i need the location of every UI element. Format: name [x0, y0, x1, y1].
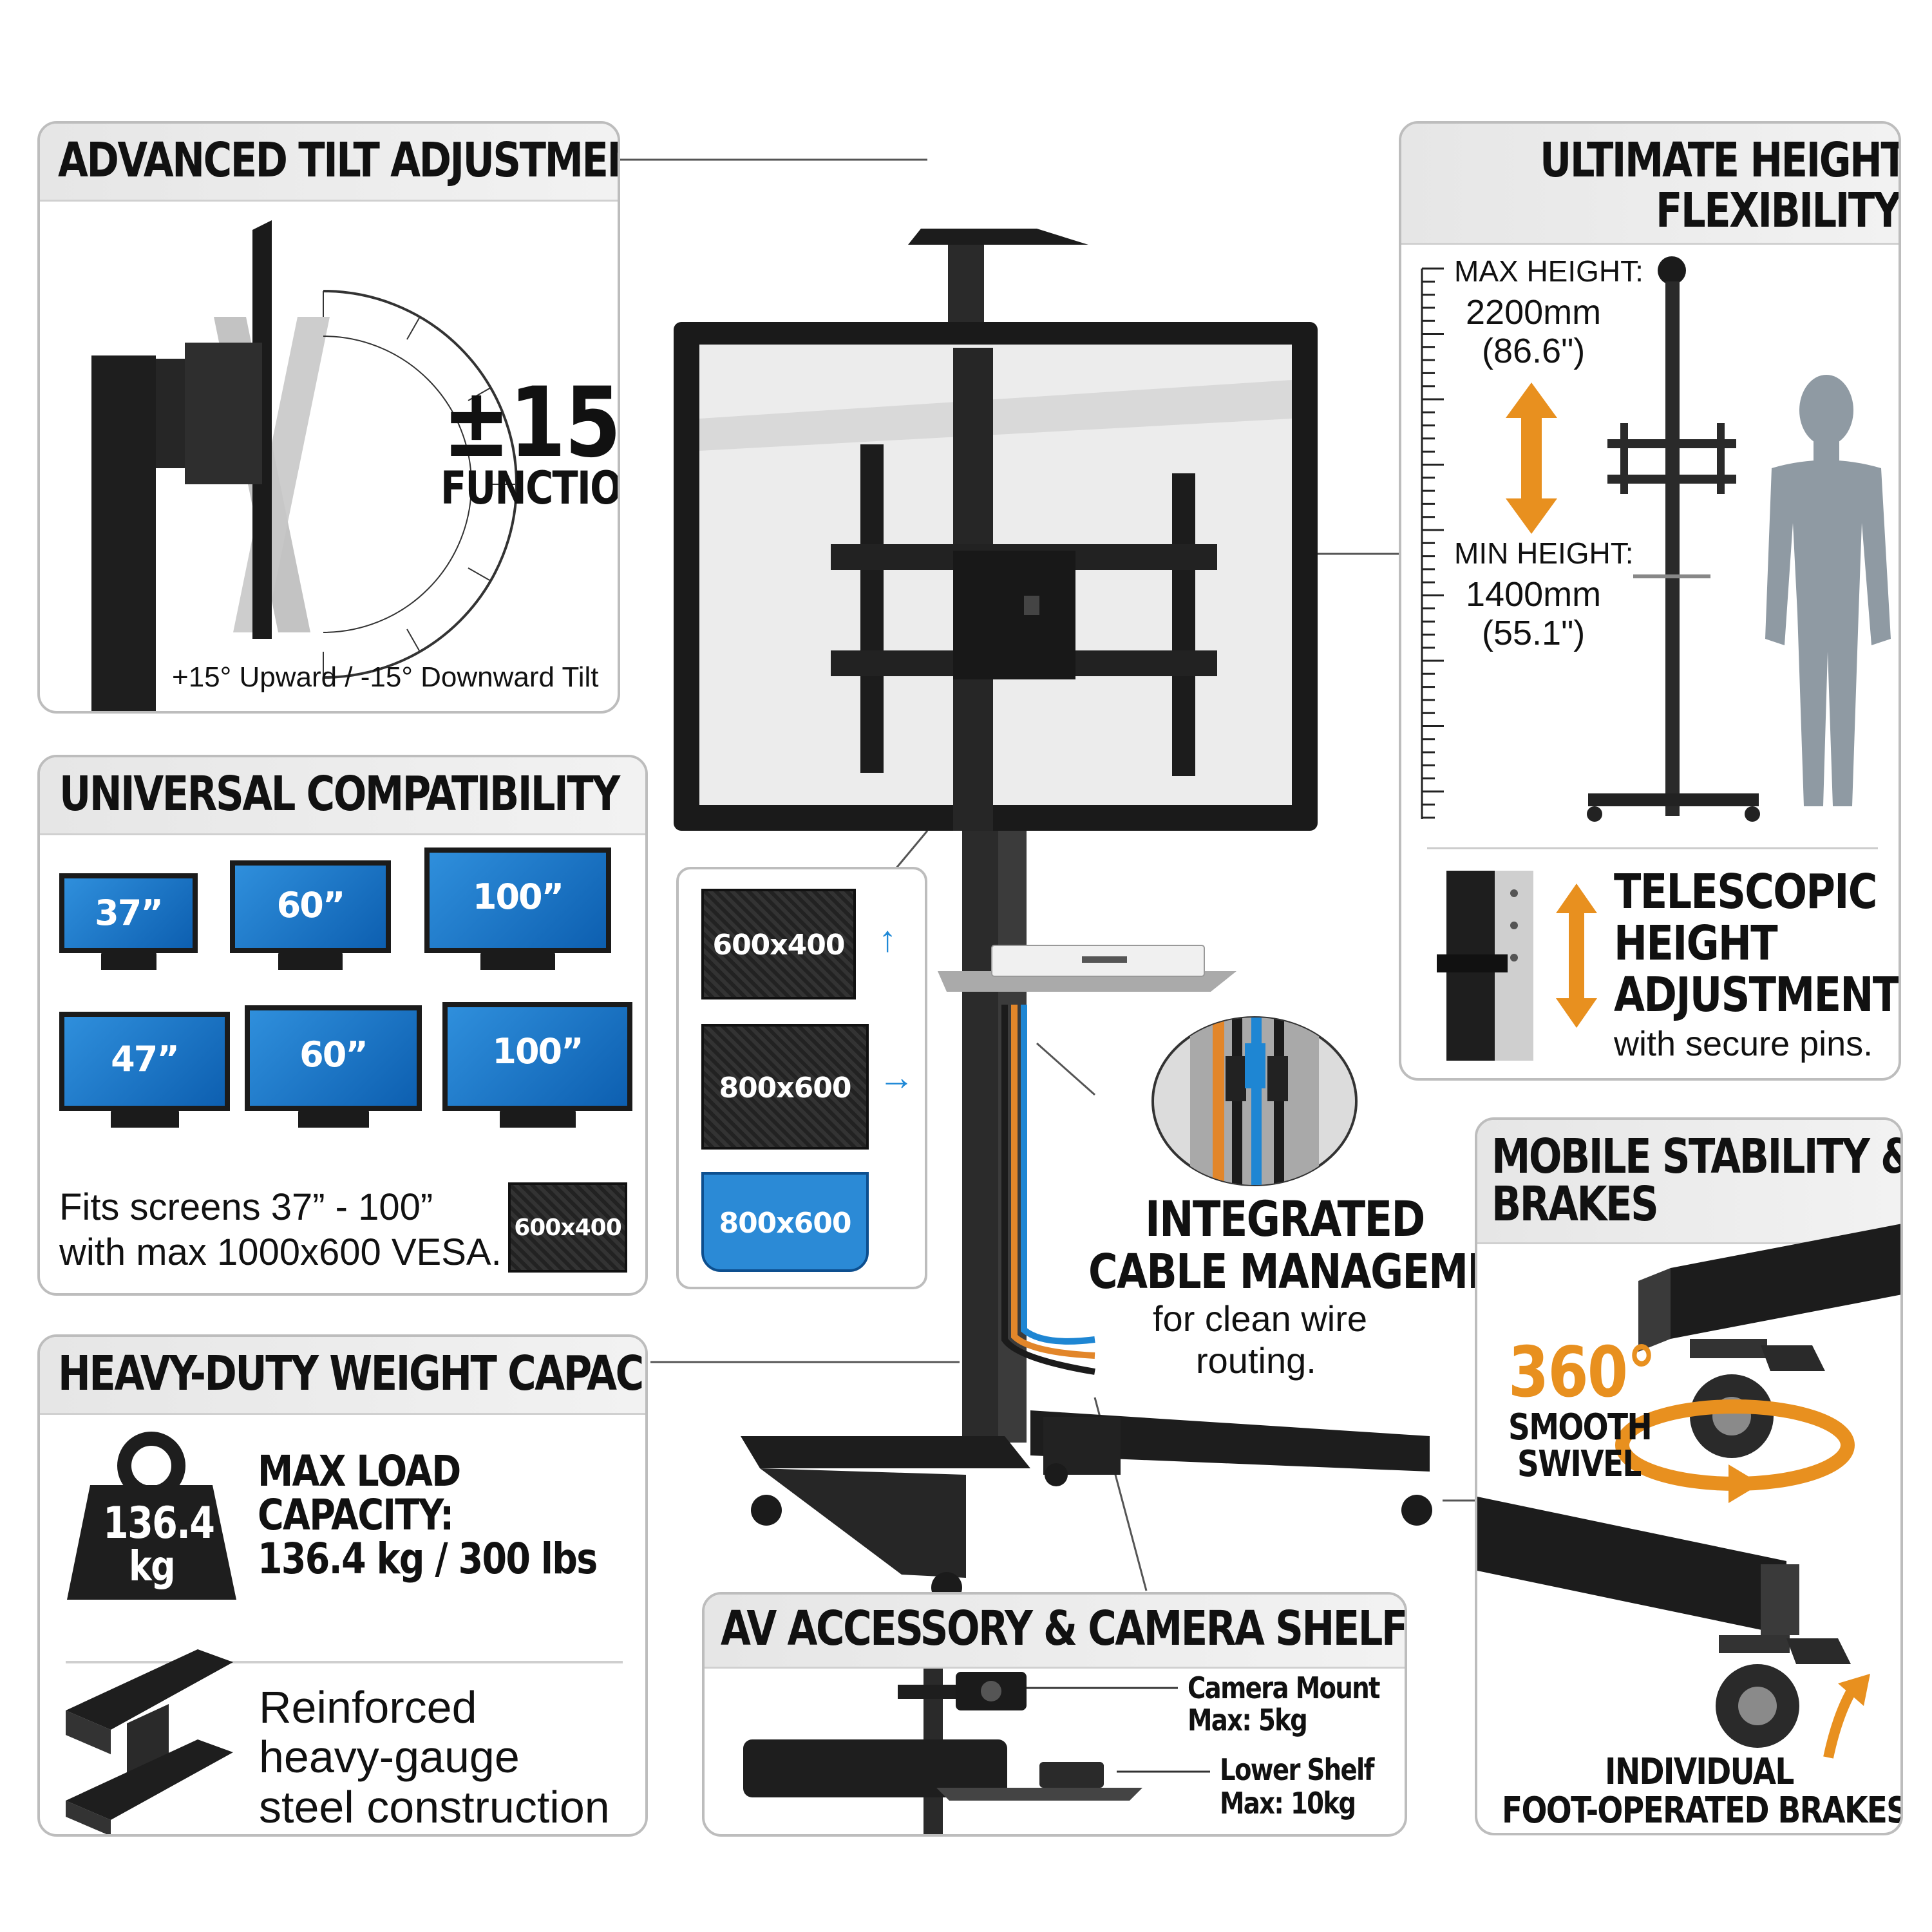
lower-shelf-line2: Max: 10kg	[1220, 1786, 1356, 1821]
weight-title-bar: HEAVY-DUTY WEIGHT CAPACITY	[40, 1337, 645, 1415]
max-height-mm: 2200mm	[1466, 293, 1602, 332]
lower-shelf-line1: Lower Shelf	[1220, 1752, 1374, 1787]
monitor-size-label: 60”	[299, 1034, 368, 1075]
shelf-title-bar: AV ACCESSORY & CAMERA SHELF	[705, 1595, 1405, 1669]
mobile-title-line2: BRAKES	[1492, 1177, 1659, 1232]
arrow-right-icon: →	[878, 1057, 914, 1097]
max-load-line2: CAPACITY:	[258, 1490, 454, 1540]
cable-closeup	[1151, 1016, 1358, 1186]
max-load-line1: MAX LOAD	[258, 1446, 461, 1496]
weight-title: HEAVY-DUTY WEIGHT CAPACITY	[58, 1346, 648, 1401]
brakes-line1: INDIVIDUAL	[1605, 1751, 1794, 1793]
monitor-100-a: 100”	[424, 848, 611, 970]
min-height-label: MIN HEIGHT:	[1454, 536, 1634, 570]
max-height-in: (86.6")	[1482, 332, 1586, 370]
monitor-37: 37”	[59, 873, 198, 970]
tilt-function-label: FUNCTION	[440, 462, 620, 515]
monitor-size-label: 47”	[111, 1039, 180, 1079]
height-panel: ULTIMATE HEIGHT FLEXIBILITY	[1399, 121, 1901, 1081]
swivel-line2: SWIVEL	[1517, 1443, 1642, 1485]
mobile-title-bar: MOBILE STABILITY & BRAKES	[1477, 1120, 1900, 1244]
compat-title-bar: UNIVERSAL COMPATIBILITY	[40, 757, 645, 835]
camera-mount-line1: Camera Mount	[1188, 1671, 1380, 1705]
tilt-caption: +15° Upward / -15° Downward Tilt	[172, 661, 599, 693]
fits-screens-line2: with max 1000x600 VESA.	[59, 1231, 502, 1273]
steel-beam-icon	[66, 1649, 233, 1834]
telescopic-line3: ADJUSTMENT	[1614, 967, 1899, 1023]
steel-line1: Reinforced	[259, 1682, 477, 1732]
brakes-line2: FOOT-OPERATED BRAKES	[1502, 1790, 1903, 1832]
cable-title-line1: INTEGRATED	[1145, 1190, 1425, 1247]
max-load-line3: 136.4 kg / 300 lbs	[258, 1534, 598, 1584]
shelf-panel: AV ACCESSORY & CAMERA SHELF Camera Mount…	[702, 1592, 1407, 1837]
camera-mount-line2: Max: 5kg	[1188, 1703, 1308, 1738]
monitor-size-label: 100”	[492, 1031, 583, 1072]
swivel-line1: SMOOTH	[1508, 1406, 1653, 1448]
tilt-title: ADVANCED TILT ADJUSTMENT	[58, 133, 620, 188]
telescopic-sub: with secure pins.	[1614, 1025, 1873, 1063]
shelf-title: AV ACCESSORY & CAMERA SHELF	[721, 1601, 1406, 1656]
vesa-pattern-800x600: 800x600	[701, 1024, 869, 1150]
monitor-size-label: 60”	[276, 885, 346, 925]
tilt-title-bar: ADVANCED TILT ADJUSTMENT	[40, 124, 618, 202]
monitor-60-a: 60”	[230, 860, 391, 970]
weight-value: 136.4	[103, 1498, 215, 1549]
cable-sub-line1: for clean wire	[1153, 1298, 1368, 1339]
monitor-47: 47”	[59, 1012, 230, 1128]
monitor-100-b: 100”	[442, 1002, 632, 1128]
mobile-panel: MOBILE STABILITY & BRAKES 360° SMOOTH SW…	[1475, 1117, 1903, 1835]
tilt-angle: ±15°	[442, 367, 620, 479]
monitor-size-label: 37”	[95, 893, 164, 933]
tilt-panel: ADVANCED TILT ADJUSTMENT ±15° FUNCTION +…	[37, 121, 620, 714]
height-title-line1: ULTIMATE HEIGHT	[1540, 133, 1901, 188]
cable-sub-line2: routing.	[1196, 1340, 1316, 1381]
mobile-title-line1: MOBILE STABILITY &	[1492, 1129, 1903, 1184]
compatibility-panel: UNIVERSAL COMPATIBILITY 37” 60” 100” 47”…	[37, 755, 648, 1296]
weight-unit: kg	[129, 1543, 176, 1591]
max-height-label: MAX HEIGHT:	[1454, 254, 1643, 288]
height-title-bar: ULTIMATE HEIGHT FLEXIBILITY	[1401, 124, 1899, 245]
tilt-illustration	[91, 220, 518, 711]
weight-icon	[66, 1432, 623, 1663]
vesa-badge: 600x400	[508, 1182, 627, 1273]
swivel-degree: 360°	[1508, 1332, 1656, 1413]
vesa-callout-panel: 600x400 800x600 800x600 ↑ →	[676, 867, 927, 1289]
arrow-up-icon: ↑	[878, 918, 896, 959]
monitor-60-b: 60”	[245, 1005, 422, 1128]
caster-illustration	[1477, 1224, 1900, 1759]
monitor-size-label: 100”	[472, 876, 564, 917]
vesa-pattern-800x600-blue: 800x600	[701, 1172, 869, 1272]
telescopic-line1: TELESCOPIC	[1614, 864, 1877, 920]
vesa-pattern-600x400: 600x400	[701, 889, 856, 999]
min-height-in: (55.1")	[1482, 614, 1586, 652]
steel-line3: steel construction	[259, 1782, 610, 1832]
height-title-line2: FLEXIBILITY	[1656, 183, 1900, 238]
fits-screens-line1: Fits screens 37” - 100”	[59, 1186, 433, 1228]
compat-title: UNIVERSAL COMPATIBILITY	[59, 766, 620, 822]
height-ruler	[1421, 256, 1891, 1061]
steel-line2: heavy-gauge	[259, 1732, 520, 1782]
min-height-mm: 1400mm	[1466, 575, 1602, 614]
shelf-illustration	[743, 1669, 1210, 1834]
telescopic-line2: HEIGHT	[1614, 916, 1778, 971]
weight-panel: HEAVY-DUTY WEIGHT CAPACITY 136.4 kg MAX …	[37, 1334, 648, 1837]
